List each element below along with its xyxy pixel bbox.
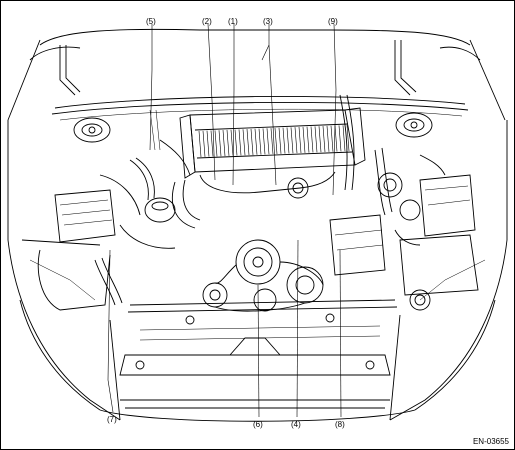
intercooler-fin xyxy=(326,125,330,152)
intercooler-fin xyxy=(214,130,218,157)
intercooler-fin xyxy=(306,126,310,153)
hoses-and-harness xyxy=(94,109,446,306)
intercooler-fin xyxy=(318,126,322,153)
intercooler-fin xyxy=(210,130,214,157)
strut-tower-left xyxy=(73,117,111,143)
reservoir-tank xyxy=(119,197,176,249)
intercooler-fin xyxy=(250,128,254,155)
intercooler-fin xyxy=(230,129,234,156)
intercooler-fin xyxy=(218,130,222,157)
battery-box xyxy=(399,174,479,311)
strut-tower-right xyxy=(395,112,433,138)
intercooler-fin xyxy=(222,130,226,157)
intercooler-fin xyxy=(290,127,294,154)
intercooler-fin xyxy=(346,125,350,152)
intercooler-fin xyxy=(286,127,290,154)
intercooler-fin xyxy=(298,126,302,154)
intercooler-fin xyxy=(226,129,230,156)
intercooler-fin xyxy=(338,125,342,152)
intercooler-fin xyxy=(246,129,250,156)
intercooler-fin xyxy=(198,130,202,158)
intercooler-fin xyxy=(266,128,270,155)
air-cleaner xyxy=(21,189,116,311)
intercooler-fin xyxy=(334,125,338,152)
radiator-support xyxy=(109,299,401,421)
callout-8: (8) xyxy=(335,420,345,429)
intercooler-fin xyxy=(202,130,206,157)
intercooler-fin xyxy=(258,128,262,155)
callout-leaders xyxy=(107,23,342,418)
intercooler-fin xyxy=(330,125,334,152)
figure-id: EN-03655 xyxy=(472,437,509,446)
callout-2: (2) xyxy=(202,17,212,26)
intercooler-fin xyxy=(322,126,326,153)
intercooler xyxy=(179,107,366,179)
intercooler-fin xyxy=(238,129,242,156)
callout-5: (5) xyxy=(146,17,156,26)
callout-4: (4) xyxy=(291,420,301,429)
front-fascia xyxy=(7,239,508,422)
intercooler-fin xyxy=(274,127,278,154)
intercooler-fin xyxy=(262,128,266,155)
intercooler-fin xyxy=(234,129,238,156)
accessory-drive xyxy=(202,214,386,312)
intercooler-fin xyxy=(282,127,286,154)
intercooler-fin xyxy=(242,129,246,156)
callout-1: (1) xyxy=(228,17,238,26)
intercooler-fin xyxy=(314,126,318,153)
callout-3: (3) xyxy=(263,17,273,26)
intercooler-fin xyxy=(254,128,258,155)
intercooler-fin xyxy=(278,127,282,154)
callout-7: (7) xyxy=(107,415,117,424)
callout-6: (6) xyxy=(253,420,263,429)
intercooler-fin xyxy=(270,128,274,155)
intercooler-fin xyxy=(310,126,314,153)
body-outline xyxy=(7,28,508,240)
intercooler-fin xyxy=(206,130,210,157)
intercooler-fin xyxy=(342,125,346,152)
intercooler-fin xyxy=(302,126,306,153)
intercooler-fin xyxy=(294,127,298,154)
callout-9: (9) xyxy=(328,17,338,26)
engine-upper-components xyxy=(171,94,421,229)
